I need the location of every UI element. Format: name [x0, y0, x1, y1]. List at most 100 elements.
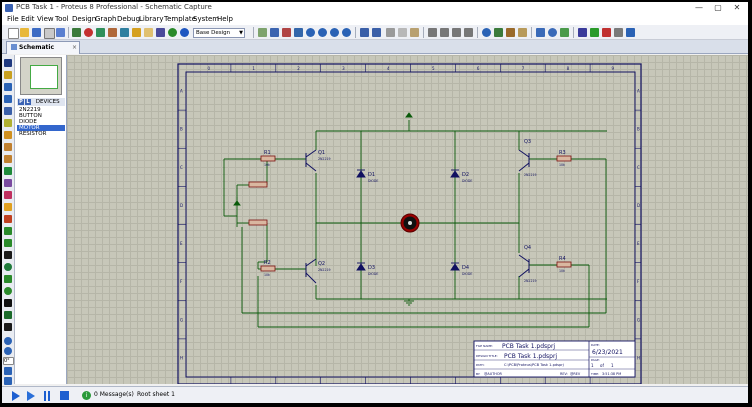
junction-dot-icon[interactable] — [4, 83, 12, 91]
home-icon[interactable] — [72, 28, 81, 37]
terminals-icon[interactable] — [4, 143, 12, 151]
open-folder-icon[interactable] — [20, 28, 29, 37]
pcb-layout-icon[interactable] — [108, 28, 117, 37]
zoom-all-icon[interactable] — [330, 28, 339, 37]
component-mode-icon[interactable] — [4, 71, 12, 79]
library-manager-button[interactable]: L — [25, 99, 31, 105]
copy-icon[interactable] — [398, 28, 407, 37]
search-tag-icon[interactable] — [548, 28, 557, 37]
rotate-anticlockwise-icon[interactable] — [4, 347, 12, 355]
rotate-clockwise-icon[interactable] — [4, 337, 12, 345]
tape-recorder-icon[interactable] — [4, 179, 12, 187]
design-style-combo[interactable]: Base Design ▼ — [193, 28, 245, 38]
device-list-item[interactable]: 2N2219 — [19, 107, 41, 113]
menu-library[interactable]: Library — [139, 15, 164, 23]
current-probe-icon[interactable] — [4, 215, 12, 223]
mirror-y-icon[interactable] — [4, 377, 12, 385]
paste-icon[interactable] — [410, 28, 419, 37]
menu-edit[interactable]: Edit — [21, 15, 35, 23]
tab-close-icon[interactable]: × — [71, 44, 77, 51]
wire-autorouter-icon[interactable] — [536, 28, 545, 37]
device-pins-icon[interactable] — [4, 155, 12, 163]
2d-markers-icon[interactable] — [4, 323, 12, 331]
device-list-item-selected[interactable]: MOTOR — [17, 125, 65, 131]
undo-icon[interactable] — [360, 28, 369, 37]
menu-template[interactable]: Template — [164, 15, 196, 23]
voltage-probe-icon[interactable] — [4, 203, 12, 211]
virtual-instruments-icon[interactable] — [4, 227, 12, 235]
import-icon[interactable] — [44, 28, 55, 39]
message-info-icon[interactable]: i — [82, 391, 91, 400]
gerber-icon[interactable] — [132, 28, 141, 37]
3d-view-icon[interactable] — [120, 28, 129, 37]
menu-file[interactable]: File — [7, 15, 19, 23]
overview-window[interactable] — [20, 57, 62, 95]
graph-mode-icon[interactable] — [4, 167, 12, 175]
2d-path-icon[interactable] — [4, 287, 12, 295]
block-move-icon[interactable] — [440, 28, 449, 37]
zoom-in-icon[interactable] — [306, 28, 315, 37]
pick-device-icon[interactable] — [482, 28, 491, 37]
menu-debug[interactable]: Debug — [117, 15, 141, 23]
generator-icon[interactable] — [4, 191, 12, 199]
exit-to-parent-icon[interactable] — [614, 28, 623, 37]
property-assignment-icon[interactable] — [560, 28, 569, 37]
menu-design[interactable]: Design — [72, 15, 97, 23]
new-file-icon[interactable] — [8, 28, 19, 39]
selection-mode-icon[interactable] — [4, 59, 12, 67]
redo-icon[interactable] — [372, 28, 381, 37]
new-sheet-icon[interactable] — [590, 28, 599, 37]
pause-simulation-icon[interactable] — [44, 391, 46, 401]
device-list-item[interactable]: BUTTON — [19, 113, 42, 119]
device-list-item[interactable]: DIODE — [19, 119, 37, 125]
visual-designer-icon[interactable] — [168, 28, 177, 37]
rotation-angle-field[interactable]: 0° — [3, 357, 14, 365]
origin-icon[interactable] — [282, 28, 291, 37]
device-list-item[interactable]: RESISTOR — [19, 131, 47, 137]
2d-circle-icon[interactable] — [4, 263, 12, 271]
cut-icon[interactable] — [386, 28, 395, 37]
make-device-icon[interactable] — [494, 28, 503, 37]
menu-graph[interactable]: Graph — [95, 15, 117, 23]
design-explorer-icon[interactable] — [578, 28, 587, 37]
pick-device-button[interactable]: P — [18, 99, 24, 105]
decompose-icon[interactable] — [518, 28, 527, 37]
text-script-icon[interactable] — [4, 107, 12, 115]
mirror-x-icon[interactable] — [4, 367, 12, 375]
tab-schematic-capture[interactable]: Schematic Capture × — [6, 41, 80, 63]
menu-help[interactable]: Help — [217, 15, 233, 23]
source-code-icon[interactable] — [156, 28, 165, 37]
save-icon[interactable] — [32, 28, 41, 37]
help-icon[interactable] — [180, 28, 189, 37]
block-rotate-icon[interactable] — [452, 28, 461, 37]
grid-toggle-icon[interactable] — [270, 28, 279, 37]
maximize-button[interactable]: ▢ — [714, 3, 722, 12]
stop-simulation-icon[interactable] — [60, 391, 69, 400]
2d-text-icon[interactable] — [4, 299, 12, 307]
run-simulation-icon[interactable] — [12, 391, 20, 401]
block-copy-icon[interactable] — [428, 28, 437, 37]
zoom-area-icon[interactable] — [342, 28, 351, 37]
message-count[interactable]: 0 Message(s) — [94, 391, 134, 398]
2d-symbol-icon[interactable] — [4, 311, 12, 319]
2d-arc-icon[interactable] — [4, 275, 12, 283]
refresh-icon[interactable] — [258, 28, 267, 37]
2d-box-icon[interactable] — [4, 251, 12, 259]
minimize-button[interactable]: — — [695, 3, 703, 12]
menu-system[interactable]: System — [193, 15, 220, 23]
subcircuit-icon[interactable] — [4, 131, 12, 139]
zoom-out-icon[interactable] — [318, 28, 327, 37]
export-icon[interactable] — [56, 28, 65, 37]
remove-sheet-icon[interactable] — [602, 28, 611, 37]
bill-of-materials-icon[interactable] — [626, 28, 635, 37]
bom-icon[interactable] — [144, 28, 153, 37]
schematic-icon[interactable] — [96, 28, 105, 37]
stop-icon[interactable] — [84, 28, 93, 37]
pan-icon[interactable] — [294, 28, 303, 37]
step-simulation-icon[interactable] — [27, 391, 35, 401]
block-delete-icon[interactable] — [464, 28, 473, 37]
wire-label-icon[interactable] — [4, 95, 12, 103]
buses-icon[interactable] — [4, 119, 12, 127]
menu-view[interactable]: View — [37, 15, 54, 23]
